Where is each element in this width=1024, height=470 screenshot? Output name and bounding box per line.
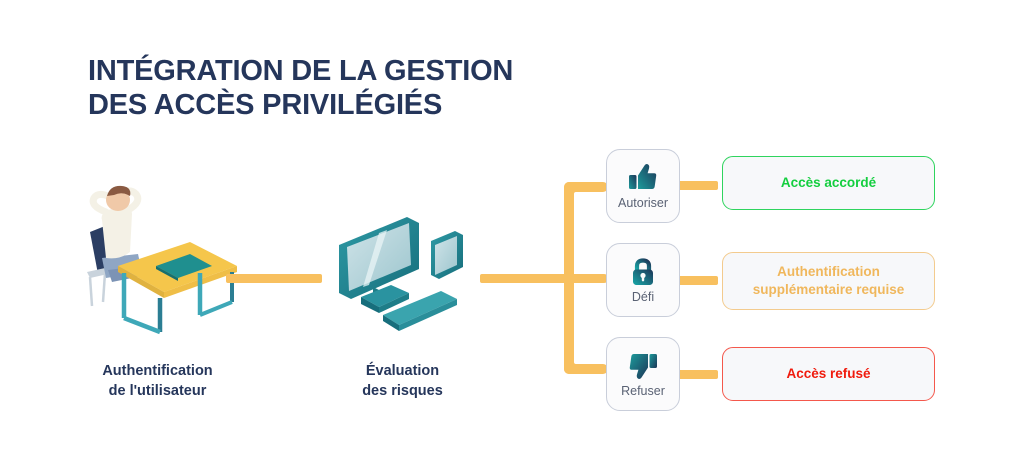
connector-deny-to-outcome [678, 370, 718, 379]
monitor-tablet-keyboard-illustration [335, 215, 475, 340]
thumbs-down-icon [626, 349, 660, 383]
decision-box-challenge[interactable]: Défi [606, 243, 680, 317]
thumbs-up-icon [626, 161, 660, 195]
connector-challenge-to-outcome [678, 276, 718, 285]
branch-arm-challenge [564, 274, 608, 283]
decision-label-deny: Refuser [621, 384, 665, 399]
connector-user-to-risk [226, 274, 322, 283]
decision-label-challenge: Défi [631, 290, 655, 305]
connector-allow-to-outcome [678, 181, 718, 190]
decision-box-deny[interactable]: Refuser [606, 337, 680, 411]
caption-user-authentication: Authentification de l'utilisateur [60, 362, 255, 401]
outcome-additional-auth-required[interactable]: Authentification supplémentaire requise [722, 252, 935, 310]
branch-corner-top [564, 182, 586, 204]
connector-risk-to-branch [480, 274, 572, 283]
caption-user-line-2: de l'utilisateur [108, 382, 207, 399]
outcome-granted-text: Accès accordé [780, 175, 877, 191]
caption-user-line-1: Authentification [102, 363, 213, 379]
branch-arm-deny [564, 364, 608, 374]
outcome-denied-text: Accès refusé [786, 366, 871, 382]
outcome-access-granted[interactable]: Accès accordé [722, 156, 935, 210]
caption-risk-line-2: des risques [362, 382, 443, 399]
title-line-1: INTÉGRATION DE LA GESTION [88, 55, 514, 87]
page-title: INTÉGRATION DE LA GESTION DES ACCÈS PRIV… [88, 55, 608, 123]
person-at-desk-illustration [72, 180, 242, 335]
outcome-challenge-line-2: supplémentaire requise [752, 282, 905, 297]
branch-arm-allow [564, 182, 608, 192]
caption-risk-evaluation: Évaluation des risques [315, 362, 490, 401]
decision-label-allow: Autoriser [617, 196, 669, 211]
branch-corner-bottom [564, 352, 586, 374]
caption-risk-line-1: Évaluation [365, 363, 440, 379]
outcome-access-denied[interactable]: Accès refusé [722, 347, 935, 401]
outcome-challenge-line-1: Authentification [777, 264, 880, 280]
lock-icon [626, 255, 660, 289]
title-line-2: DES ACCÈS PRIVILÉGIÉS [88, 88, 443, 121]
decision-box-allow[interactable]: Autoriser [606, 149, 680, 223]
